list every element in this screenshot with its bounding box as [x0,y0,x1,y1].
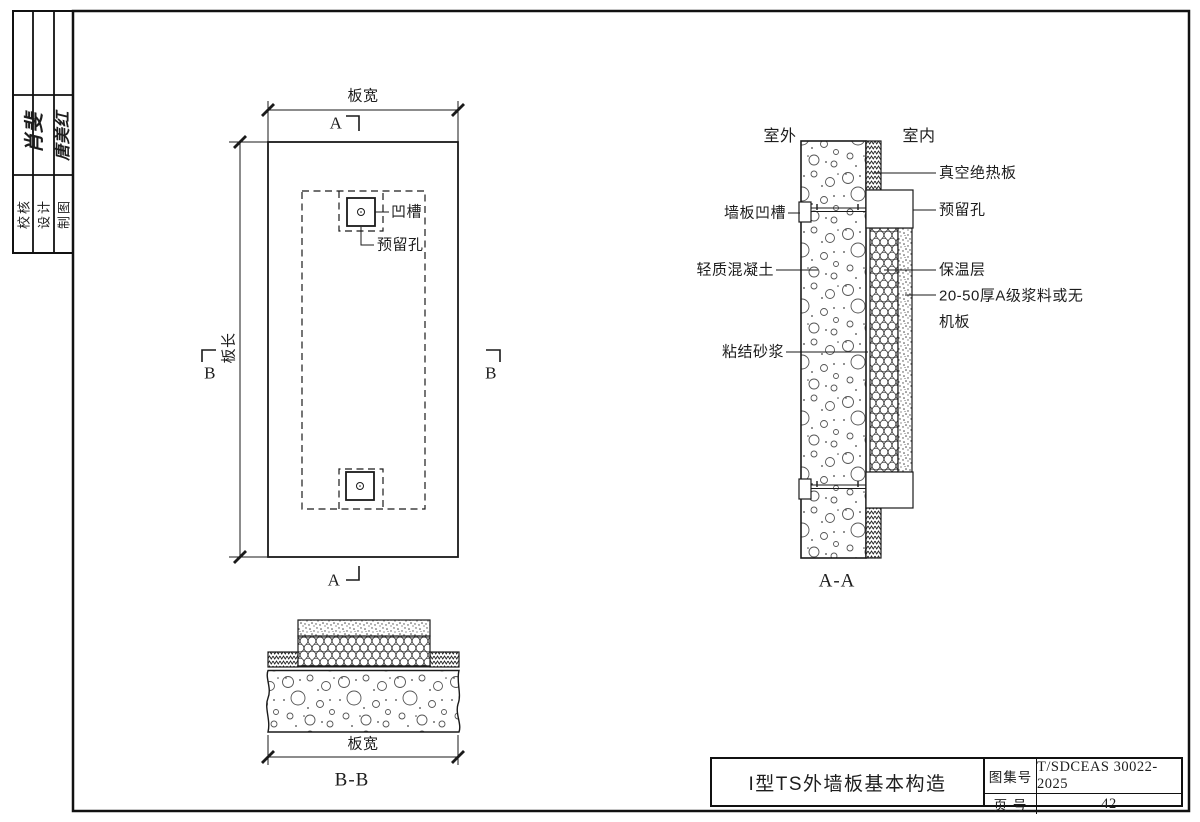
dim-width-bottom [261,735,465,765]
caption-section-bb: B-B [334,769,370,791]
dim-length-left [229,135,268,564]
border-frame [12,9,1191,813]
section-bb [261,619,465,765]
label-reserved-hole-plan: 预留孔 [377,236,424,254]
section-mark-a-top-bracket [346,115,360,131]
section-mark-a-top: A [329,113,343,133]
strip-label-design: 设计 [36,198,52,230]
panel-dashed-outline [301,190,426,510]
page-number-value: 42 [1101,795,1117,812]
panel-outline [267,141,459,558]
bb-lightweight-concrete [266,669,461,733]
aa-panel-groove-top [798,201,812,223]
dim-label-board-width-top: 板宽 [347,87,379,105]
aa-panel-groove-bottom [798,478,812,500]
signature-designer: 唐美红 [53,111,72,161]
aa-slurry-board [897,227,913,473]
caption-section-aa: A-A [818,570,856,592]
label-slurry-board-line1: 20-50厚A级浆料或无 [939,287,1084,305]
label-bonding-mortar: 粘结砂浆 [721,343,784,361]
strip-label-check: 校核 [16,198,31,230]
dim-width-top [261,101,465,142]
aa-reserved-hole-top [865,189,914,229]
label-groove: 凹槽 [391,203,423,221]
aa-insulation-layer [869,227,899,473]
section-mark-b-right: B [485,363,497,383]
aa-vip-top [865,140,882,191]
plan-view [201,101,501,581]
bb-insulation-layer [297,635,431,667]
bb-slurry-board [297,619,431,637]
title-block: I型TS外墙板基本构造 图集号 T/SDCEAS 30022-2025 页 号 … [710,757,1183,814]
aa-vip-bottom [865,507,882,559]
section-aa [776,140,936,559]
label-reserved-hole-aa: 预留孔 [939,201,986,219]
label-panel-groove: 墙板凹槽 [723,204,786,222]
strip-label-draft: 制图 [56,198,72,230]
atlas-number-value: T/SDCEAS 30022-2025 [1037,759,1158,792]
label-outdoor: 室外 [763,128,797,145]
atlas-number-label: 图集号 [985,759,1037,793]
section-mark-b-right-bracket [486,349,501,362]
dim-label-board-length: 板长 [220,332,238,364]
section-mark-b-left: B [204,363,216,383]
groove-square-top [346,197,376,227]
label-lightweight-concrete: 轻质混凝土 [696,261,774,279]
bb-vip-right [429,651,460,668]
label-indoor: 室内 [902,128,936,145]
aa-reserved-hole-bottom [865,471,914,509]
label-insulation-layer: 保温层 [939,261,986,279]
section-mark-a-bottom: A [327,570,341,590]
dim-label-board-width-bottom: 板宽 [347,735,379,753]
groove-square-bottom [345,471,375,501]
bb-vip-left [267,651,299,668]
section-mark-b-left-bracket [201,349,216,362]
section-mark-a-bottom-bracket [346,566,360,581]
drawing-title: I型TS外墙板基本构造 [712,759,985,805]
label-slurry-board-line2: 机板 [939,313,971,331]
label-vacuum-insulation-panel: 真空绝热板 [939,164,1017,182]
signature-checker: 肖斐 [22,112,46,154]
page-number-label: 页 号 [985,794,1037,814]
